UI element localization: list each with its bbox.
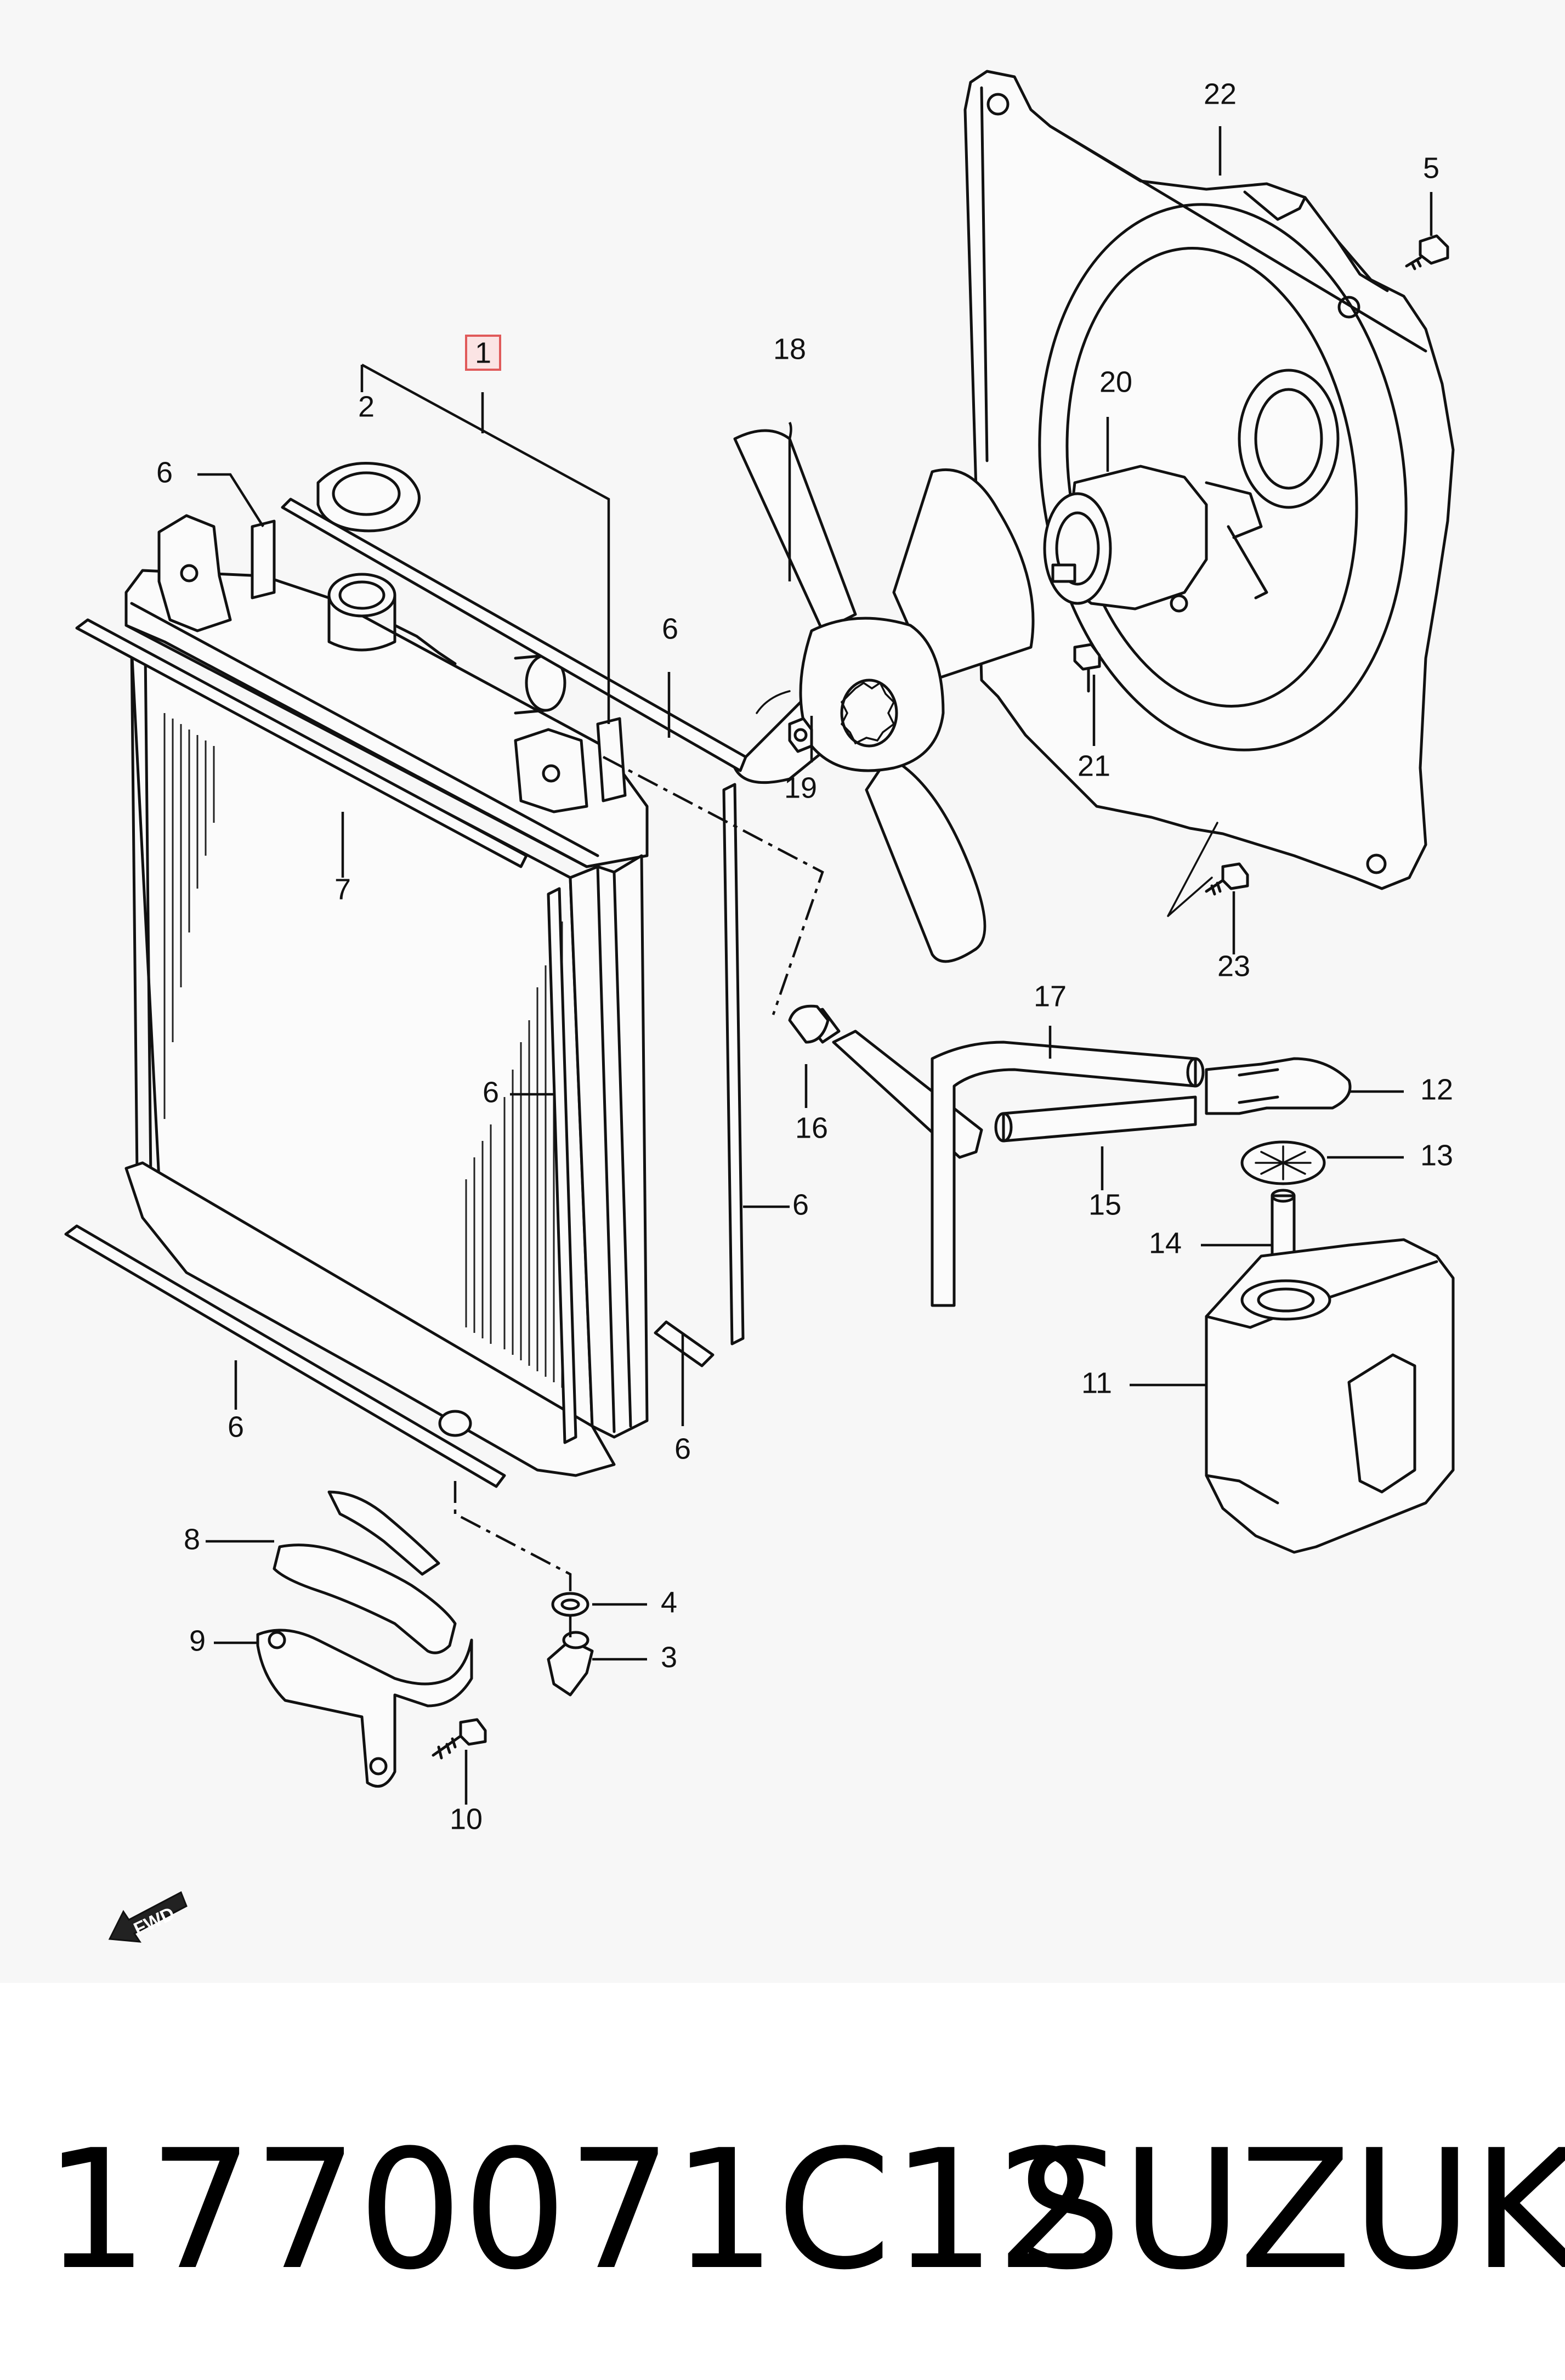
bolt-5 [1405,234,1449,270]
drain-plug [547,1631,594,1697]
callout-6-bottom-left: 6 [228,1410,244,1443]
callout-6-bottom-right: 6 [674,1432,691,1465]
callout-23: 23 [1217,949,1250,982]
callout-6-top: 6 [662,612,678,645]
callout-9: 9 [189,1624,206,1657]
fan-shroud [963,70,1455,890]
fan-nut [788,717,813,753]
bolt-23 [1167,822,1249,917]
callout-18: 18 [773,332,806,365]
callout-labels: 1 2 6 6 7 6 6 6 6 8 9 10 4 3 18 19 16 17… [156,77,1453,1835]
callout-20: 20 [1099,365,1132,398]
part-number: 1770071C12 [44,2115,1101,2306]
lower-brackets [256,1490,487,1788]
callout-6-right-strip: 6 [792,1188,809,1221]
callout-2: 2 [358,390,375,423]
callout-1-highlight [465,335,501,371]
fan-motor [1043,465,1268,613]
brand-name: SUZUKI [1017,2115,1565,2306]
callout-21: 21 [1078,749,1110,782]
callout-3: 3 [661,1641,677,1674]
seal-strips [64,498,747,1488]
bolt-21 [1073,643,1101,693]
callout-5: 5 [1423,151,1439,184]
callout-19: 19 [784,771,817,804]
assembly-lines [453,756,824,1640]
callout-4: 4 [661,1586,677,1619]
callout-6-right-core: 6 [483,1076,499,1109]
reservoir-seal [1240,1140,1326,1185]
callout-12: 12 [1420,1073,1453,1106]
callout-15: 15 [1088,1188,1121,1221]
callout-17: 17 [1034,980,1067,1013]
hoses [799,1008,1205,1307]
radiator-cap [316,461,421,533]
callout-10: 10 [450,1802,483,1835]
reservoir-tank [1205,1189,1455,1554]
callout-22: 22 [1204,77,1237,110]
drain-washer [551,1592,589,1617]
fan-blade [733,429,1035,963]
callout-11: 11 [1081,1366,1112,1399]
callout-1: 1 [475,336,491,369]
callout-8: 8 [184,1523,200,1556]
parts-diagram-panel: 1 2 6 6 7 6 6 6 6 8 9 10 4 3 18 19 16 17… [64,70,1455,1943]
leader-lines [197,126,1433,1805]
callout-13: 13 [1420,1139,1453,1172]
callout-7: 7 [334,873,351,906]
reservoir-cap [1205,1057,1352,1115]
callout-6-top-left: 6 [156,456,173,489]
exploded-parts-diagram: 1 2 6 6 7 6 6 6 6 8 9 10 4 3 18 19 16 17… [64,70,1455,1943]
callout-14: 14 [1149,1226,1182,1259]
radiator [124,514,649,1477]
fwd-arrow-icon: FWD [108,1891,188,1943]
callout-16: 16 [795,1111,828,1144]
hose-clamp [788,1004,830,1044]
